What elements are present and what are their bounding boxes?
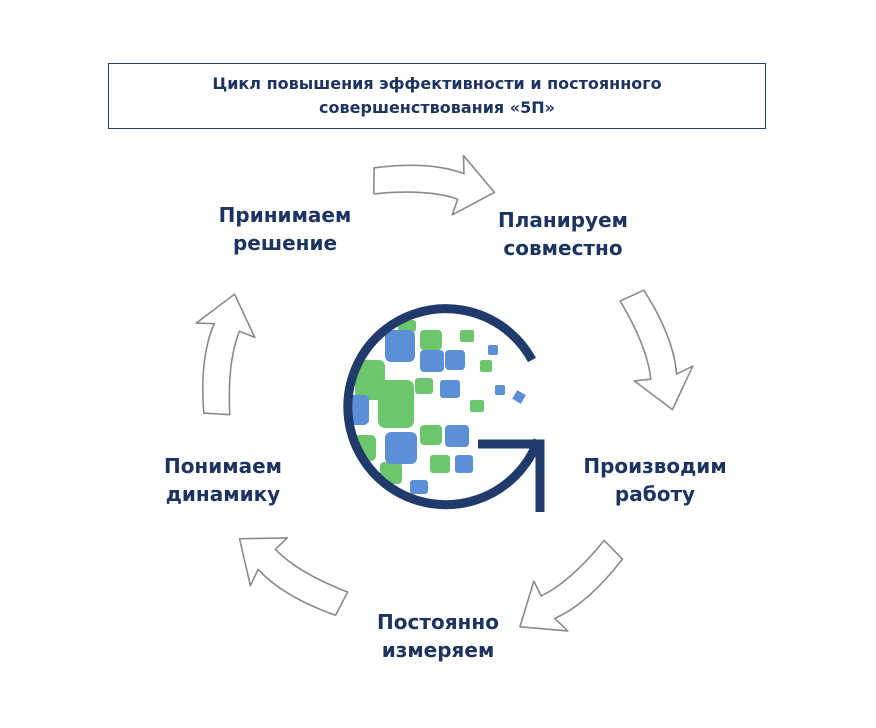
step-produce: Производим работу [555,452,755,508]
step-plan: Планируем совместно [463,206,663,262]
step-decide-line1: Принимаем [218,203,352,227]
diagram-title: Цикл повышения эффективности и постоянно… [108,63,766,129]
step-understand-line2: динамику [165,482,281,506]
arrow-understand [220,515,358,634]
step-understand: Понимаем динамику [123,452,323,508]
step-decide-line2: решение [232,231,338,255]
logo-globe-icon [343,304,545,512]
arrow-produce [605,282,706,420]
arrow-decide [183,288,262,420]
step-plan-line2: совместно [503,236,623,260]
step-measure-line1: Постоянно [377,610,499,634]
title-line-2: совершенствования «5П» [319,98,555,117]
step-measure-line2: измеряем [381,638,495,662]
step-produce-line2: работу [614,482,696,506]
step-measure: Постоянно измеряем [338,608,538,664]
step-decide: Принимаем решение [185,201,385,257]
step-plan-line1: Планируем [498,208,628,232]
title-line-1: Цикл повышения эффективности и постоянно… [212,74,662,93]
step-understand-line1: Понимаем [163,454,283,478]
step-produce-line1: Производим [583,454,727,478]
